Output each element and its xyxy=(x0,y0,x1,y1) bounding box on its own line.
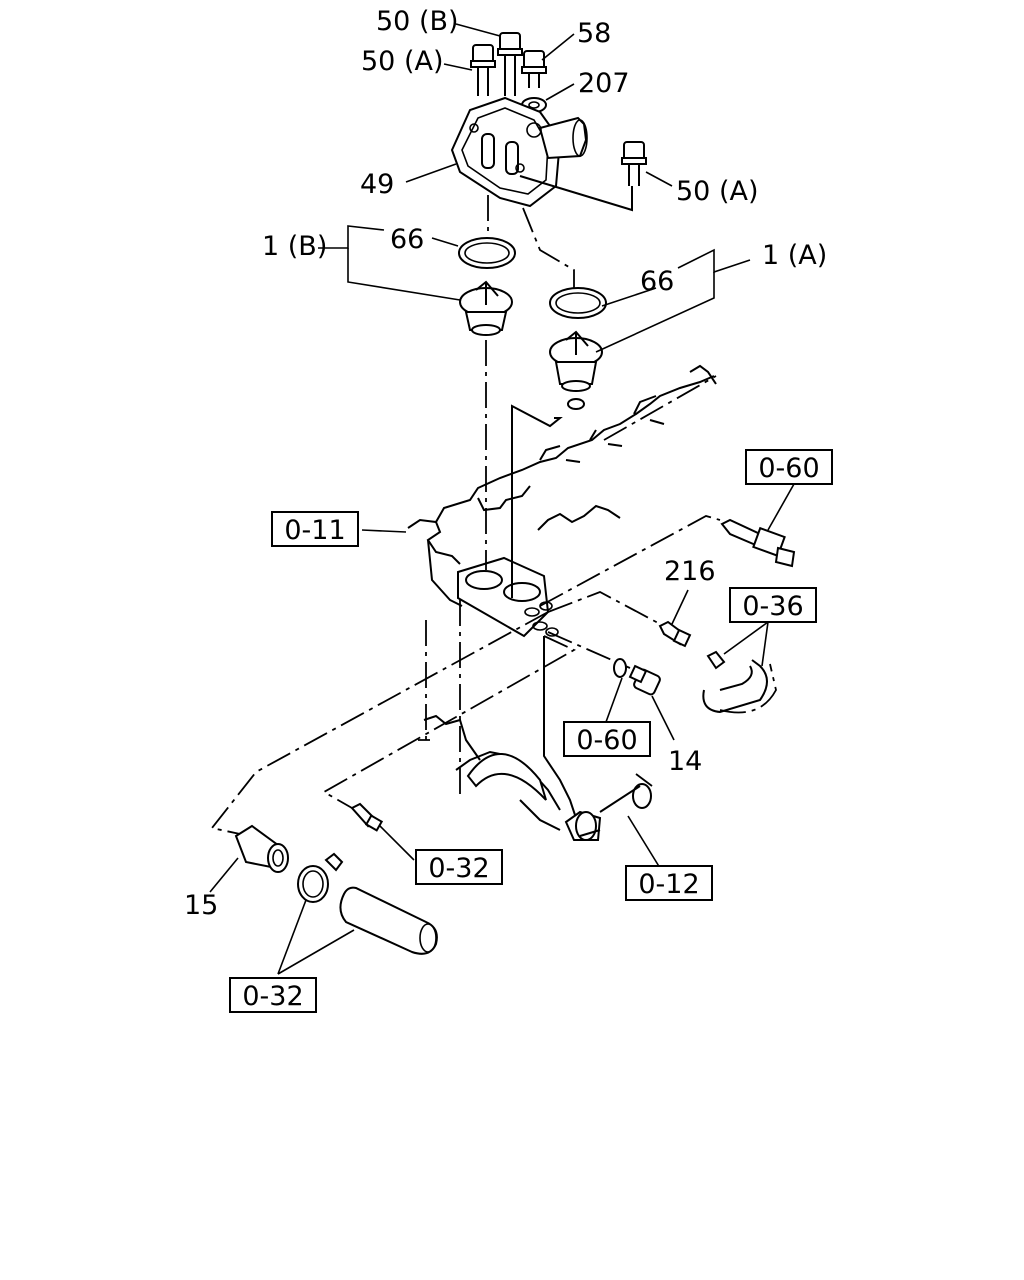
hose-clamp-032 xyxy=(297,852,344,903)
callout-207: 207 xyxy=(578,68,630,99)
callout-50a-right: 50 (A) xyxy=(676,176,758,207)
callout-14: 14 xyxy=(668,746,702,777)
cylinder-head-outline xyxy=(407,364,717,607)
thermostat-seat-block xyxy=(457,556,559,638)
temperature-sensor-060 xyxy=(720,518,796,568)
reference-box-011: 0-11 xyxy=(271,511,359,547)
reference-box-060-top: 0-60 xyxy=(745,449,833,485)
callout-58: 58 xyxy=(577,18,611,49)
hose-036 xyxy=(702,650,777,714)
callout-1b: 1 (B) xyxy=(262,231,327,262)
leader-lines xyxy=(209,23,795,975)
bolt-50a-right xyxy=(621,141,647,186)
bolt-58 xyxy=(521,50,547,88)
bolt-guide-line xyxy=(519,175,633,212)
reference-box-036: 0-36 xyxy=(729,587,817,623)
thermostat-1a xyxy=(549,330,603,410)
reference-032-bottom-label: 0-32 xyxy=(242,981,303,1012)
reference-011-label: 0-11 xyxy=(284,515,345,546)
reference-box-032-mid: 0-32 xyxy=(415,849,503,885)
plug-14 xyxy=(613,658,661,696)
reference-060-mid-label: 0-60 xyxy=(576,725,637,756)
cylinder-block-lower xyxy=(418,636,653,841)
callout-1a: 1 (A) xyxy=(762,240,827,271)
callout-66-left: 66 xyxy=(390,224,424,255)
bolt-50b xyxy=(497,32,523,96)
callout-50a-top: 50 (A) xyxy=(361,46,443,77)
reference-036-label: 0-36 xyxy=(742,591,803,622)
reference-012-label: 0-12 xyxy=(638,869,699,900)
callout-66-right: 66 xyxy=(640,266,674,297)
reference-060-top-label: 0-60 xyxy=(758,453,819,484)
fitting-216 xyxy=(658,620,692,648)
reference-box-012: 0-12 xyxy=(625,865,713,901)
thermostat-1a-guide-line xyxy=(511,404,563,598)
reference-032-mid-label: 0-32 xyxy=(428,853,489,884)
o-ring-66-left xyxy=(458,237,516,269)
reference-box-032-bottom: 0-32 xyxy=(229,977,317,1013)
reference-box-060-mid: 0-60 xyxy=(563,721,651,757)
fitting-032-mid xyxy=(350,802,384,832)
callout-49: 49 xyxy=(360,169,394,200)
hose-032 xyxy=(339,886,438,955)
o-ring-66-right xyxy=(549,287,607,319)
callout-216: 216 xyxy=(664,556,716,587)
thermostat-1b xyxy=(459,280,513,336)
pipe-15 xyxy=(234,824,289,873)
callout-50b: 50 (B) xyxy=(376,6,459,37)
bolt-50a-top xyxy=(470,44,496,96)
callout-15: 15 xyxy=(184,890,218,921)
